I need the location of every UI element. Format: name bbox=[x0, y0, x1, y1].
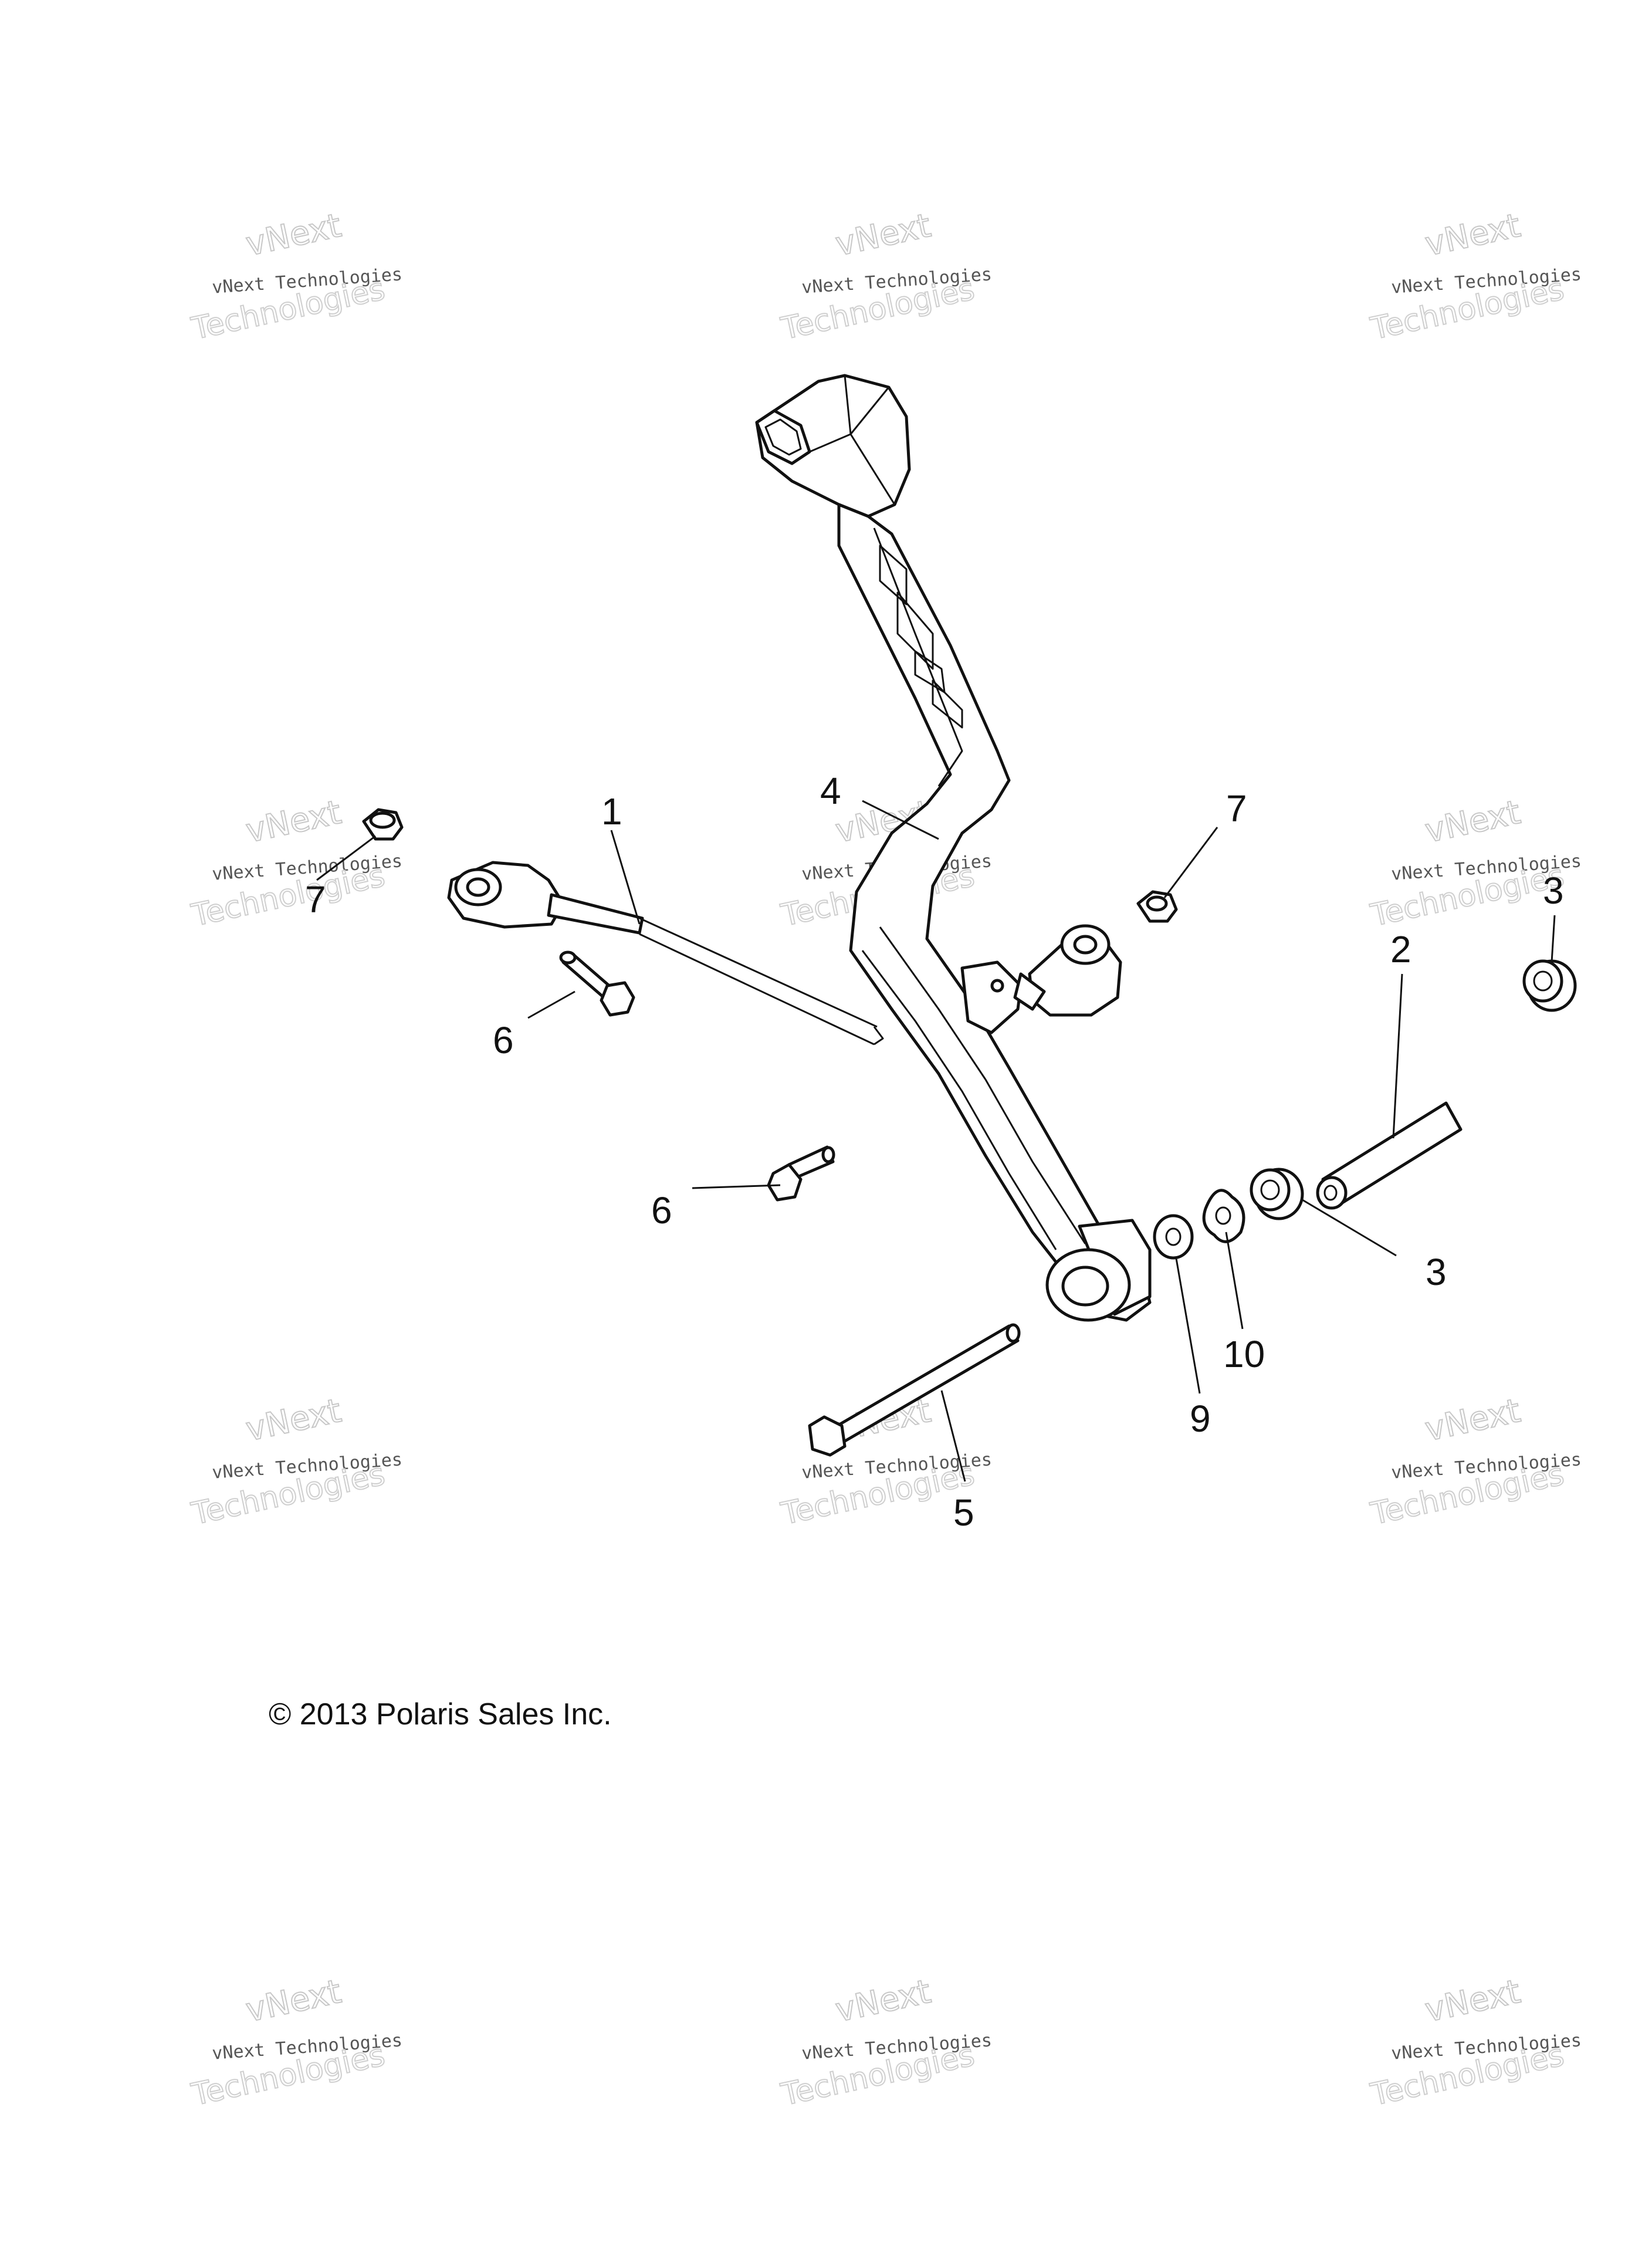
callout-7-right: 7 bbox=[1226, 787, 1247, 830]
part-1-brake-rod bbox=[447, 861, 884, 1046]
watermark: vNext vNext Technologies Technologies bbox=[1367, 206, 1582, 347]
part-7-nut-right bbox=[1136, 890, 1178, 923]
callout-labels: 1 2 3 3 4 5 6 6 7 7 9 10 bbox=[305, 770, 1564, 1534]
watermark: vNext vNext Technologies Technologies bbox=[777, 1972, 993, 2113]
watermark: vNext vNext Technologies Technologies bbox=[1367, 793, 1582, 934]
watermark: vNext vNext Technologies Technologies bbox=[1367, 1391, 1582, 1533]
watermark: vNext vNext Technologies Technologies bbox=[188, 1391, 403, 1533]
part-6-bolt-upper bbox=[559, 950, 635, 1017]
leader-lines bbox=[316, 800, 1556, 1482]
watermark-text: vNext bbox=[243, 793, 345, 851]
copyright-notice: © 2013 Polaris Sales Inc. bbox=[269, 1697, 612, 1731]
callout-4: 4 bbox=[820, 770, 841, 812]
watermark: vNext vNext Technologies Technologies bbox=[188, 206, 403, 347]
part-5-pivot-bolt bbox=[808, 1323, 1021, 1457]
watermark-text: vNext bbox=[1422, 1392, 1524, 1449]
part-6-bolt-lower bbox=[767, 1145, 835, 1202]
callout-5: 5 bbox=[953, 1491, 974, 1534]
watermark-text: vNext bbox=[832, 207, 935, 264]
callout-2: 2 bbox=[1390, 928, 1411, 970]
watermark-text: vNext bbox=[832, 1973, 935, 2030]
part-2-spacer-tube bbox=[1316, 1101, 1463, 1210]
part-3-bushing-right bbox=[1522, 959, 1577, 1012]
watermark-text: vNext bbox=[243, 1392, 345, 1449]
watermark-text: vNext bbox=[1422, 207, 1524, 264]
watermark: vNext vNext Technologies Technologies bbox=[188, 1972, 403, 2113]
watermark: vNext vNext Technologies Technologies bbox=[1367, 1972, 1582, 2113]
callout-9: 9 bbox=[1190, 1398, 1211, 1440]
callout-6-upper: 6 bbox=[493, 1019, 514, 1061]
part-rod-end-right bbox=[1013, 924, 1122, 1017]
watermark-text: vNext bbox=[1422, 1973, 1524, 2030]
part-4-brake-pedal bbox=[755, 374, 1152, 1322]
watermark-text: vNext bbox=[1422, 793, 1524, 851]
callout-1: 1 bbox=[601, 790, 622, 833]
part-7-nut-left bbox=[362, 808, 404, 841]
callout-3-right: 3 bbox=[1543, 870, 1564, 912]
part-3-bushing-lower bbox=[1250, 1168, 1304, 1220]
part-10-wave-washer bbox=[1202, 1189, 1245, 1243]
watermark: vNext vNext Technologies Technologies bbox=[777, 206, 993, 347]
callout-7-left: 7 bbox=[305, 878, 326, 921]
callout-10: 10 bbox=[1223, 1333, 1265, 1375]
callout-3-lower: 3 bbox=[1426, 1251, 1447, 1293]
part-9-flat-washer bbox=[1153, 1214, 1194, 1260]
watermark-text: vNext bbox=[243, 207, 345, 264]
callout-6-lower: 6 bbox=[651, 1189, 672, 1232]
watermark-text: vNext bbox=[243, 1973, 345, 2030]
